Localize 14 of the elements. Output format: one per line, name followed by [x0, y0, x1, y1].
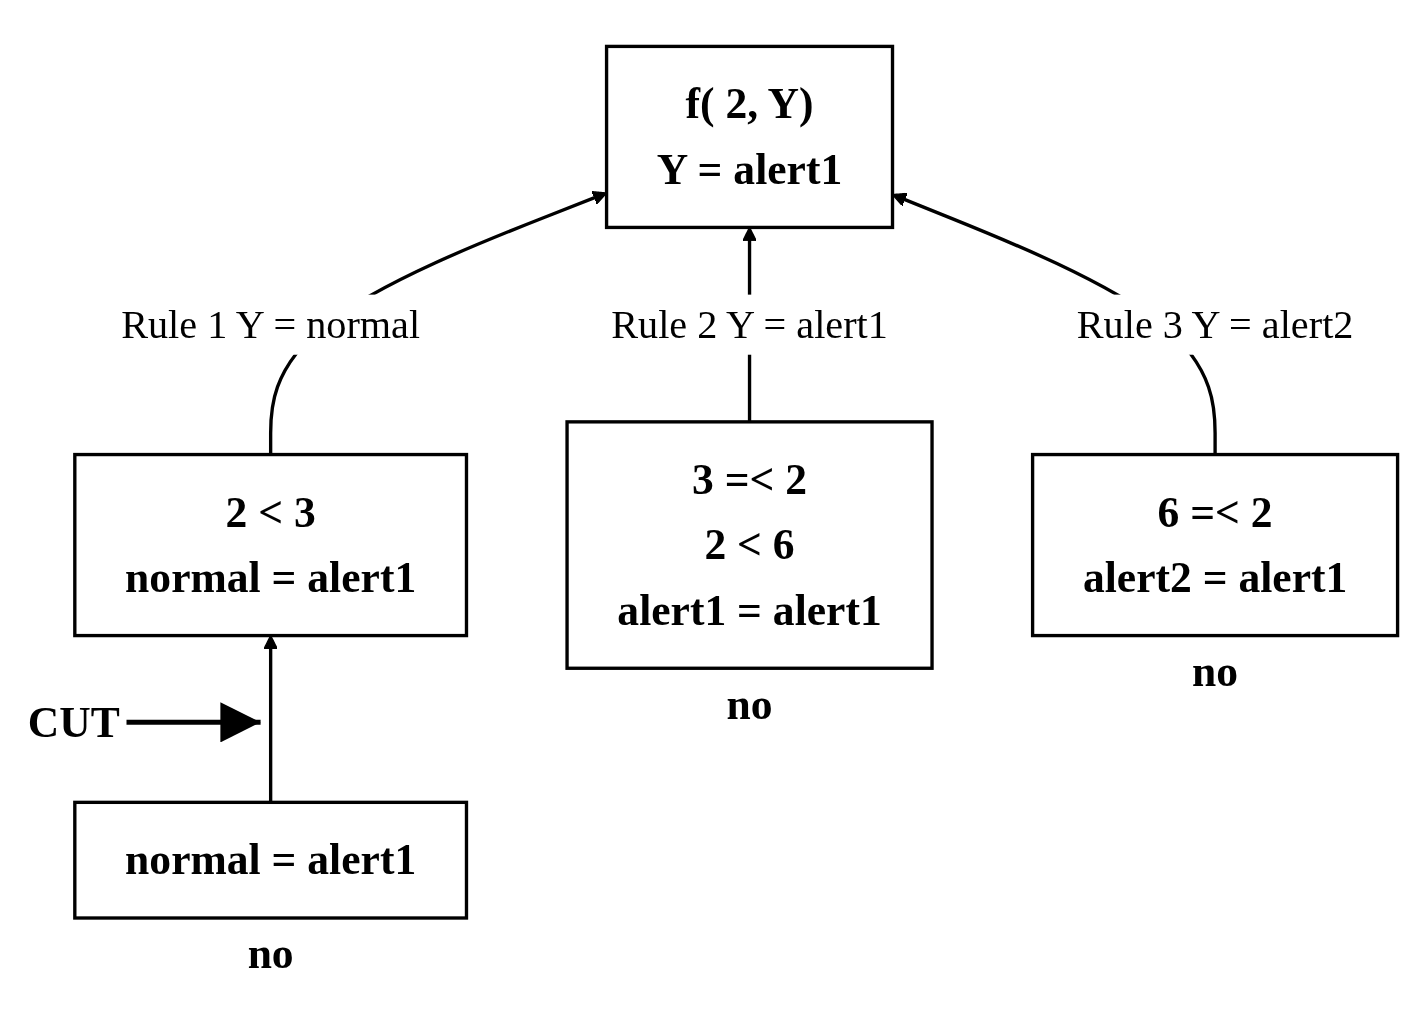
edge-label: Rule 2 Y = alert1: [611, 302, 888, 347]
process-box: 2 < 3 normal = alert1: [73, 452, 469, 638]
edge-label: Rule 1 Y = normal: [121, 302, 421, 347]
arrow: [126, 702, 261, 743]
process-box: f( 2, Y) Y = alert1: [604, 44, 895, 230]
arrow: [263, 635, 279, 803]
process-box: normal = alert1: [73, 800, 469, 920]
result-text: no: [726, 679, 773, 728]
process-box: 6 =< 2 alert2 = alert1: [1030, 452, 1400, 638]
process-box: 3 =< 2 2 < 6 alert1 = alert1: [565, 420, 934, 671]
text-label: CUT: [27, 698, 120, 747]
edge-label: Rule 3 Y = alert2: [1076, 302, 1354, 347]
result-text: no: [247, 929, 294, 978]
result-text: no: [1192, 646, 1239, 695]
